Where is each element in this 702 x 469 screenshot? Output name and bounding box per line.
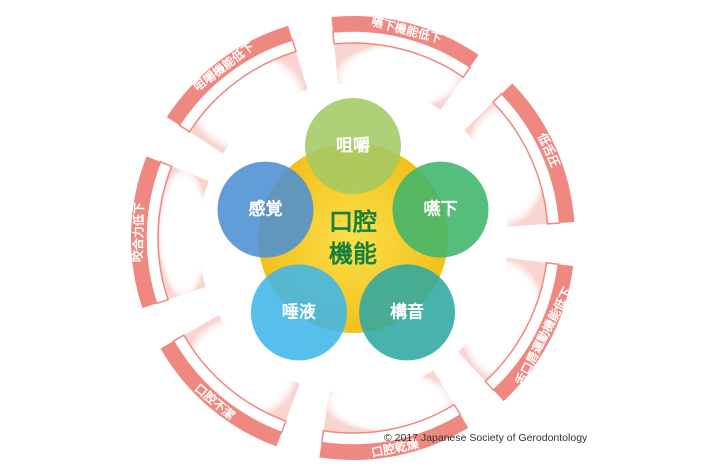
function-circle-label: 咀嚼 — [336, 135, 370, 156]
copyright-notice: © 2017 Japanese Society of Gerodontology — [384, 432, 588, 444]
segment-inner-rim — [145, 160, 173, 305]
segment-label-band — [501, 83, 575, 224]
function-circle-shape — [250, 264, 347, 361]
function-circle-label: 唾液 — [282, 301, 316, 322]
segment-halo — [323, 370, 455, 433]
segment-halo — [183, 315, 300, 422]
segment-label-band — [319, 414, 469, 460]
segment-inner-rim — [484, 261, 560, 392]
function-circle: 構音 — [359, 264, 456, 361]
function-circle: 唾液 — [250, 264, 347, 361]
function-circle-shape — [392, 161, 489, 258]
outer-segment: 嚥下機能低下 — [331, 14, 479, 111]
center-label-line2: 機能 — [329, 240, 377, 268]
outer-segment: 舌口唇運動機能低下 — [458, 257, 575, 402]
function-circle: 咀嚼 — [305, 98, 401, 194]
segment-label-band — [166, 25, 293, 126]
segment-label-band — [331, 16, 479, 68]
segment-label-band — [130, 156, 161, 309]
outer-segment: 咀嚼機能低下 — [166, 25, 308, 154]
function-circle-label: 嚥下 — [423, 200, 457, 220]
segment-halo — [189, 51, 308, 154]
outer-segment: 口腔乾燥 — [319, 370, 469, 460]
function-circle-label: 感覚 — [249, 199, 283, 220]
segment-inner-rim — [332, 30, 472, 79]
function-circle: 感覚 — [217, 161, 314, 258]
outer-segment: 咬合力低下 — [130, 156, 209, 309]
function-circle-shape — [359, 264, 456, 361]
segment-inner-rim — [320, 403, 462, 446]
segment-halo — [464, 102, 548, 227]
function-circle-label: 構音 — [390, 301, 424, 322]
outer-segment: 低舌圧 — [464, 83, 575, 227]
function-circle-shape — [305, 98, 401, 194]
segment-inner-rim — [491, 92, 561, 225]
segment-inner-rim — [172, 334, 287, 434]
center-label-line1: 口腔 — [329, 208, 377, 236]
segment-label-band — [160, 341, 282, 447]
segment-label-band — [493, 264, 574, 402]
segment-inner-rim — [178, 39, 297, 133]
function-circle: 嚥下 — [392, 161, 489, 258]
segment-halo — [157, 166, 209, 300]
segment-label: 咬合力低下 — [130, 202, 147, 262]
function-circle-shape — [217, 161, 314, 258]
segment-halo — [458, 257, 547, 382]
